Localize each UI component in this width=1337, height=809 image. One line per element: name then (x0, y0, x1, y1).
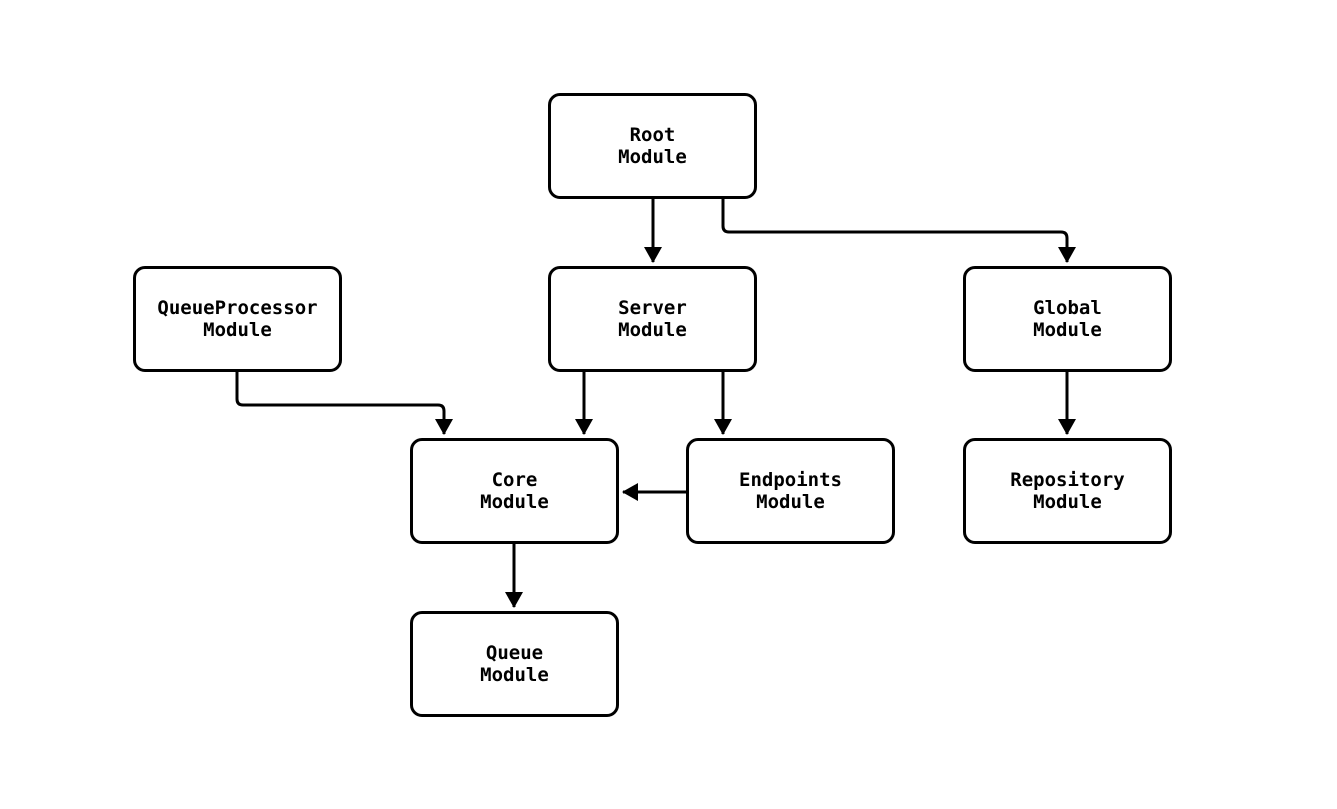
node-endpoints-module: Endpoints Module (686, 438, 895, 544)
node-global-module-label: Global Module (1033, 297, 1102, 341)
node-server-module-label: Server Module (618, 297, 687, 341)
node-repository-module-label: Repository Module (1010, 469, 1125, 513)
node-server-module: Server Module (548, 266, 757, 372)
node-queue-module: Queue Module (410, 611, 619, 717)
node-global-module: Global Module (963, 266, 1172, 372)
node-repository-module: Repository Module (963, 438, 1172, 544)
node-core-module: Core Module (410, 438, 619, 544)
edge-queueprocessor-to-core (235, 372, 453, 435)
node-endpoints-module-label: Endpoints Module (739, 469, 842, 513)
node-queue-module-label: Queue Module (480, 642, 549, 686)
node-root-module: Root Module (548, 93, 757, 199)
node-queueprocessor-module: QueueProcessor Module (133, 266, 342, 372)
node-root-module-label: Root Module (618, 124, 687, 168)
node-core-module-label: Core Module (480, 469, 549, 513)
edge-root-to-global (721, 198, 1076, 263)
node-queueprocessor-module-label: QueueProcessor Module (157, 297, 318, 341)
